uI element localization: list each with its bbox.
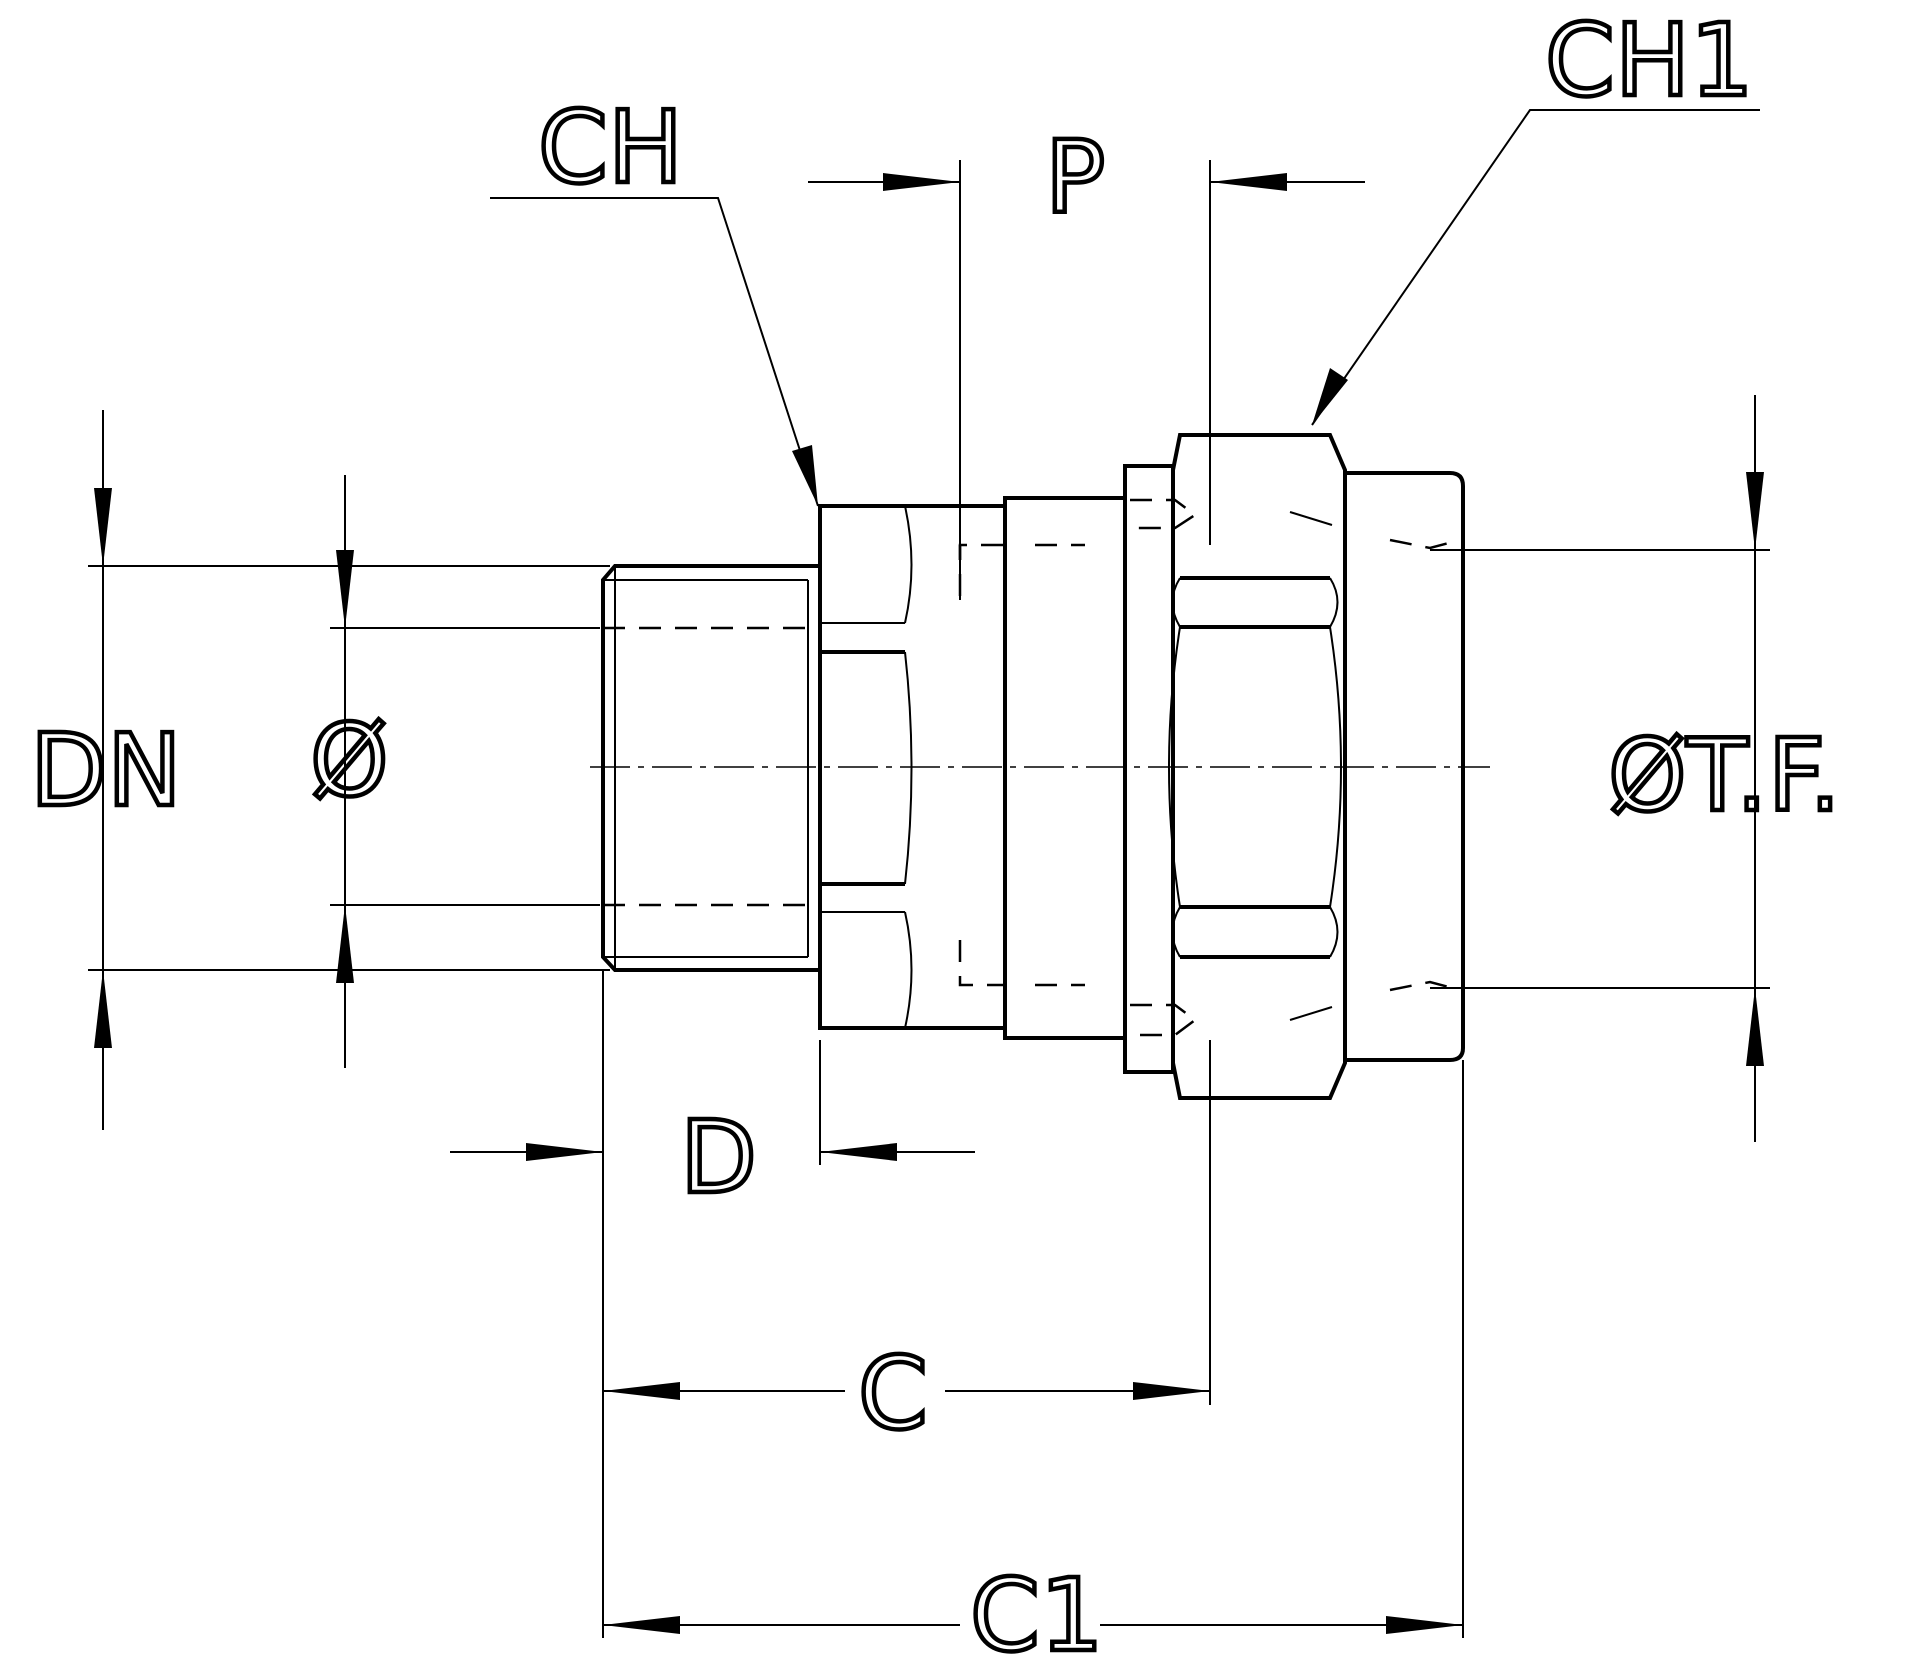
label-tf: ØT.F. (1608, 717, 1841, 834)
label-ch1: CH1 (1545, 2, 1754, 119)
label-ch: CH (538, 89, 683, 206)
dimension-lines (88, 160, 1770, 1638)
fitting-body (601, 433, 1465, 1100)
nut-ch1 (1171, 433, 1347, 1100)
label-diameter: Ø (310, 702, 389, 819)
label-p: P (1045, 119, 1105, 236)
label-dn: DN (30, 712, 182, 829)
label-c: C (858, 1335, 928, 1452)
label-d: D (680, 1099, 757, 1216)
label-c1: C1 (970, 1557, 1103, 1654)
leader-lines (490, 109, 1760, 507)
collar-ring (1003, 496, 1127, 1040)
male-thread-end (601, 564, 822, 972)
